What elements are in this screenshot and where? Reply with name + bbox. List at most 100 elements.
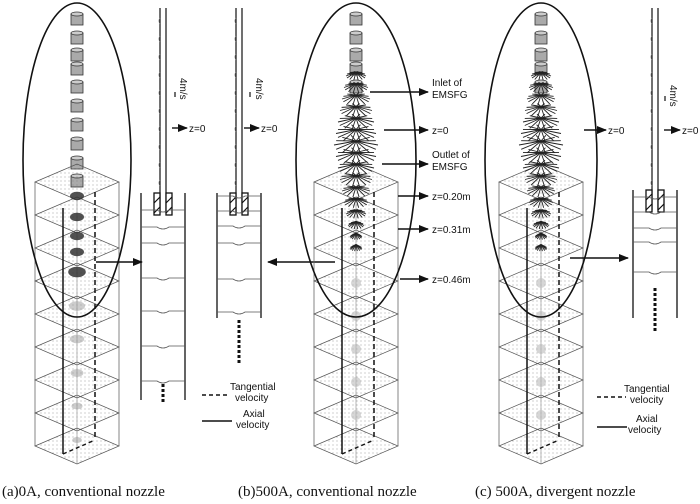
velocity-vector [343,129,357,141]
continuation-dots [237,330,241,333]
velocity-vector [355,147,361,153]
velocity-vector [534,71,542,80]
velocity-vector [355,163,375,169]
continuation-dots [237,340,241,343]
velocity-vector [536,124,542,130]
axial-velocity-profile [217,311,261,315]
velocity-vector [537,92,542,96]
cylinder-cap [70,136,84,142]
velocity-vector [355,106,367,117]
cylinder-cap [349,30,363,36]
axial-velocity-profile [141,209,185,213]
cylinder-cap [70,98,84,104]
velocity-vector [530,175,542,186]
vortex-core [351,344,361,354]
velocity-vector [355,244,362,248]
velocity-vector [529,115,542,119]
velocity-vector [346,94,357,105]
velocity-vector [355,186,369,195]
continuation-dots [237,345,241,348]
legend-axial-label-2: velocity [236,420,269,431]
panel-a-scale-label: 4m/s [177,78,188,100]
velocity-vector [522,117,542,123]
continuation-dots [161,399,165,402]
cylinder-cap [70,155,84,161]
panel-c-scale-label: 4m/s [667,85,678,107]
cross-section-plane [498,163,584,201]
velocity-vector [537,198,542,208]
velocity-vector [336,140,357,150]
velocity-vector [524,163,542,172]
axial-velocity-profile [633,196,677,200]
velocity-vector [355,140,379,146]
velocity-vector [355,175,371,177]
velocity-vector [532,93,542,96]
axial-velocity-profile [633,271,677,275]
vortex-core [536,278,546,288]
velocity-vector [524,175,542,180]
velocity-vector [535,135,542,142]
velocity-vector [529,117,542,129]
velocity-vector [355,159,361,165]
velocity-vector [337,163,357,169]
continuation-dots [237,355,241,358]
velocity-profile [158,17,161,25]
velocity-vector [355,186,366,197]
continuation-dots [653,288,657,291]
velocity-profile [650,179,653,187]
velocity-vector [536,117,542,131]
velocity-vector [540,209,551,217]
velocity-vector [335,152,357,157]
vortex-core [71,402,83,410]
velocity-vector [540,140,564,146]
velocity-vector [522,152,542,161]
cylinder-cap [534,11,548,17]
cylinder-cap [534,30,548,36]
velocity-vector [540,209,551,213]
velocity-vector [355,152,377,157]
cylinder-cap [70,79,84,85]
velocity-vector [351,117,357,131]
panel-c-legend: Tangential velocity Axial velocity [597,384,670,436]
velocity-vector [540,83,552,86]
legend-tangential-label: Tangential [624,384,670,395]
panel-a-z0-label: z=0 [189,124,206,135]
velocity-vector [342,136,357,142]
velocity-vector [352,92,357,96]
velocity-vector [526,175,542,184]
velocity-profile [650,107,653,115]
velocity-vector [344,117,357,129]
continuation-dots [237,350,241,353]
velocity-vector [355,94,360,106]
velocity-vector [537,186,542,198]
velocity-profile [650,143,653,151]
cylinder-cap [534,47,548,53]
velocity-vector [540,149,554,153]
nozzle-hatch [645,203,653,211]
velocity-vector [537,103,542,107]
velocity-vector [540,136,555,142]
velocity-vector [540,117,553,129]
vortex-core [70,369,84,377]
continuation-dots [653,303,657,306]
velocity-vector [352,198,357,208]
velocity-vector [540,129,562,134]
velocity-vector [540,94,551,105]
axial-velocity-profile [217,195,261,199]
velocity-vector [526,140,542,154]
velocity-vector [526,106,542,108]
velocity-vector [349,71,357,80]
axial-velocity-profile [141,380,185,384]
vortex-core [351,410,361,420]
panel-b: Inlet of EMSFG z=0 Outlet of EMSFG z=0.2… [238,2,471,500]
velocity-vector [355,94,366,105]
velocity-vector [355,106,371,108]
velocity-vector [540,175,556,177]
velocity-vector [540,159,546,165]
velocity-vector [341,140,357,154]
velocity-vector [355,209,359,219]
velocity-vector [355,221,364,225]
vortex-core [536,377,546,387]
velocity-profile [158,179,161,187]
vortex-core [69,301,85,311]
